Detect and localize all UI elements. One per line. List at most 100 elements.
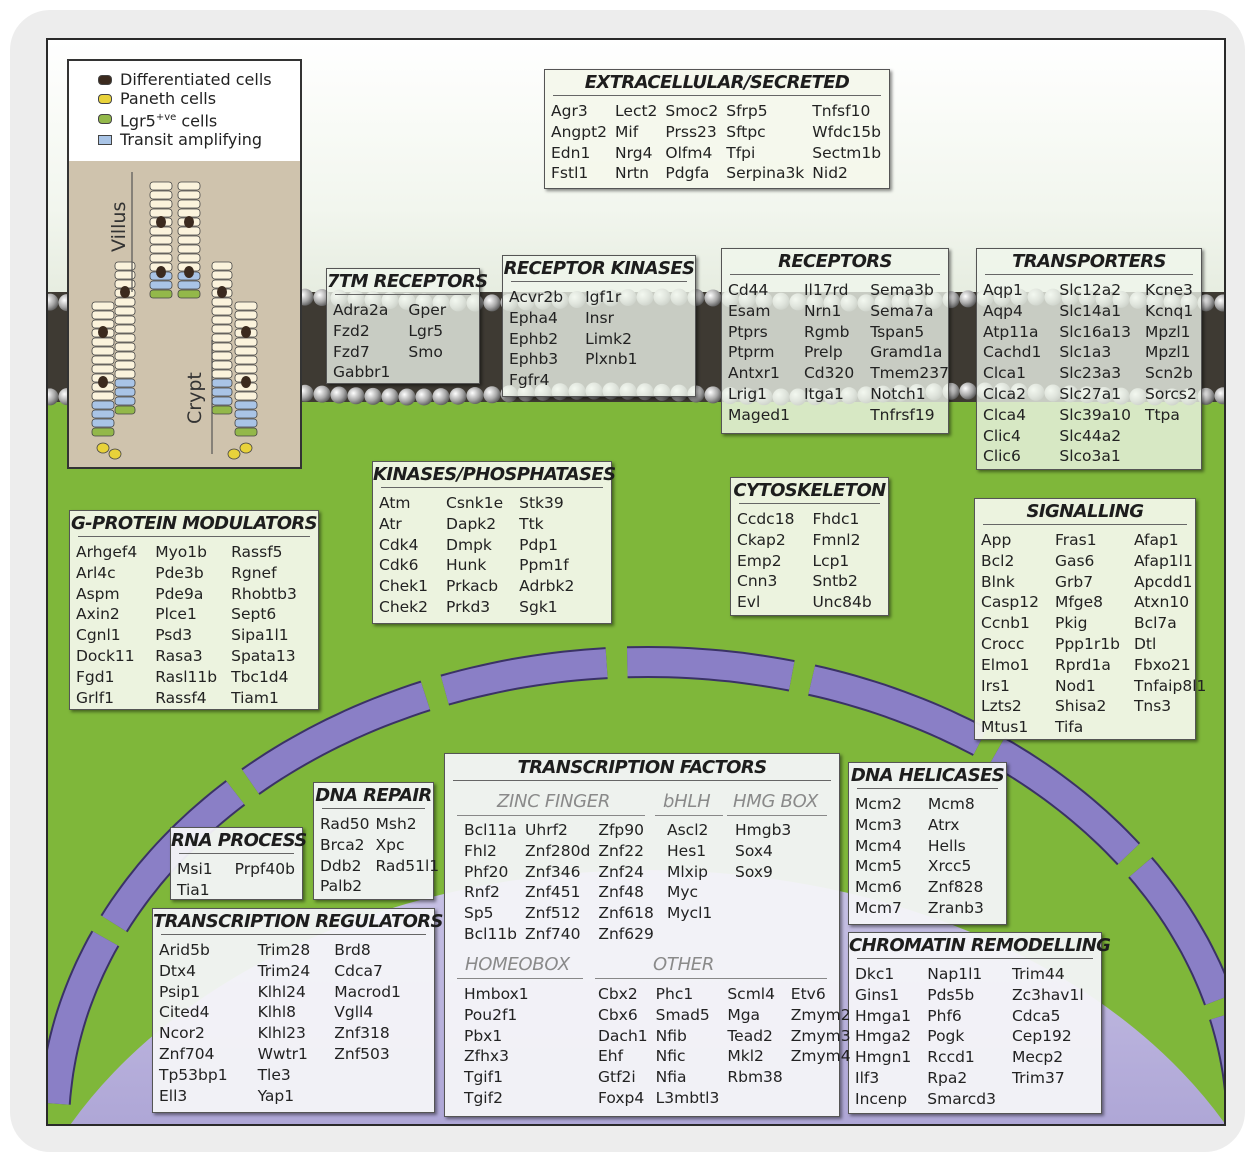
gene-name: Znf503 (334, 1044, 390, 1063)
gene-name: Myc (667, 883, 699, 902)
gene-name: Tfpi (726, 143, 756, 162)
epithelial-cell (211, 360, 233, 370)
epithelial-cell (177, 253, 201, 263)
paneth-cell (108, 448, 122, 460)
epithelial-cell (114, 405, 136, 415)
membrane-bead (1214, 387, 1224, 405)
box-title: CHROMATIN REMODELLING (849, 935, 1111, 956)
epithelial-cell (114, 360, 136, 370)
gene-name: Slc12a2 (1059, 281, 1122, 299)
gene-name: Trim28 (257, 941, 311, 959)
gene-name: Fzd7 (333, 342, 370, 361)
epithelial-cell (234, 364, 258, 374)
gene-name: Mcm5 (855, 857, 902, 876)
membrane-bead (959, 290, 977, 308)
gene-name: Clca1 (983, 364, 1027, 383)
gene-name: Cdk4 (379, 535, 419, 554)
title-rule (179, 853, 294, 854)
transit-amplifying-swatch (98, 134, 112, 145)
gene-name: Pde3b (155, 563, 204, 582)
gene-name: Rbm38 (727, 1068, 783, 1087)
gene-name: Brca2 (320, 835, 365, 854)
epithelial-cell (114, 351, 136, 361)
gene-name: Atp11a (983, 322, 1039, 341)
epithelial-cell (211, 270, 233, 280)
gene-name: Zmym4 (790, 1047, 851, 1066)
epithelial-cell (149, 280, 173, 290)
epithelial-cell (177, 244, 201, 254)
gene-name: Pbx1 (464, 1026, 503, 1045)
gene-name: Notch1 (870, 384, 926, 403)
gene-name: Cbx2 (598, 985, 638, 1003)
gene-name: Dtx4 (159, 961, 197, 980)
legend-label: Differentiated cells (120, 70, 272, 89)
gene-name: Znf346 (525, 862, 581, 881)
epithelial-cell (114, 297, 136, 307)
title-rule (730, 274, 940, 275)
gene-name: Spata13 (231, 646, 296, 665)
gene-name: Mecp2 (1011, 1048, 1064, 1067)
gene-name: Apcdd1 (1133, 572, 1193, 591)
nuclear-envelope (48, 645, 1224, 1105)
gene-name: Sgk1 (519, 597, 558, 616)
membrane-bead (48, 388, 59, 406)
gene-name: Sorcs2 (1145, 384, 1197, 403)
gene-name: Wfdc15b (812, 122, 882, 141)
gene-name: Msi1 (177, 860, 213, 878)
envelope-segment (48, 931, 118, 1105)
gene-name: Ptprs (728, 322, 768, 341)
epithelial-cell (211, 297, 233, 307)
gene-name: Rassf4 (155, 688, 207, 707)
gene-name: Grb7 (1054, 572, 1094, 591)
gene-name: Slc16a13 (1059, 322, 1131, 341)
gene-name: Ccnb1 (981, 614, 1030, 633)
intestinal-crypt-inset (67, 59, 302, 469)
gene-name: Klhl23 (257, 1024, 306, 1043)
envelope-segment (441, 649, 608, 704)
epithelial-cell (114, 369, 136, 379)
gene-name: Cited4 (159, 1003, 210, 1022)
gene-name: Ephb3 (509, 350, 559, 369)
gene-name: Mpzl1 (1145, 343, 1191, 362)
gene-name: Tgif2 (464, 1088, 503, 1107)
membrane-bead (959, 382, 977, 400)
gene-name: Axin2 (76, 605, 120, 624)
gene-name: Afap1 (1133, 531, 1179, 549)
gene-name: Palb2 (320, 877, 363, 896)
epithelial-cell (211, 306, 233, 316)
gene-name: L3mbtl3 (655, 1088, 720, 1107)
gene-name: Aqp1 (983, 281, 1023, 299)
box-title: KINASES/PHOSPHATASES (373, 464, 616, 485)
gene-name: Tp53bp1 (159, 1065, 228, 1084)
epithelial-cell (177, 190, 201, 200)
gene-name: Zranb3 (927, 898, 984, 917)
title-rule (739, 503, 880, 504)
gene-name: Sema3b (870, 281, 934, 299)
gene-name: Pogk (927, 1027, 965, 1046)
title-rule (322, 808, 425, 809)
differentiated-cell-nucleus (217, 286, 227, 298)
gene-name: Mcm3 (855, 815, 902, 834)
gene-name: Znf24 (598, 862, 644, 881)
gene-name: Tia1 (177, 880, 210, 899)
gene-name: Smoc2 (665, 102, 719, 120)
membrane-bead (704, 386, 722, 404)
gene-name: Grlf1 (76, 688, 115, 707)
gene-name: Unc84b (812, 593, 872, 612)
